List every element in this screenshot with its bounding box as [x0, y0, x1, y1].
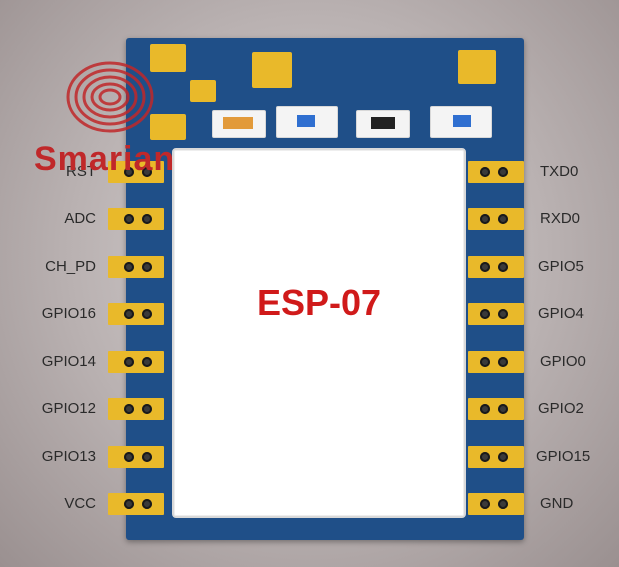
pin-pad-gpio0 [468, 351, 524, 373]
pin-pad-gpio16 [108, 303, 164, 325]
pin-label-rst: RST [66, 163, 96, 180]
side-pad-left [150, 114, 186, 140]
pin-pad-rst [108, 161, 164, 183]
pin-label-gpio13: GPIO13 [41, 448, 96, 465]
pin-label-gpio4: GPIO4 [538, 305, 584, 322]
pin-pad-gpio12 [108, 398, 164, 420]
smd-resistor [212, 110, 266, 138]
pin-label-vcc: VCC [64, 495, 96, 512]
top-pad-mid [252, 52, 292, 88]
pin-label-gpio5: GPIO5 [538, 258, 584, 275]
top-pad-right [458, 50, 496, 84]
smd-led-1 [276, 106, 338, 138]
smd-transistor [356, 110, 410, 138]
pin-pad-gpio5 [468, 256, 524, 278]
brand-name: Smarian [34, 140, 176, 178]
pin-label-gnd: GND [540, 495, 574, 512]
pin-label-adc: ADC [64, 210, 96, 227]
pin-label-gpio2: GPIO2 [538, 400, 584, 417]
pin-label-ch-pd: CH_PD [45, 258, 96, 275]
pin-label-txd0: TXD0 [540, 163, 579, 180]
pin-pad-gpio4 [468, 303, 524, 325]
pin-label-gpio16: GPIO16 [41, 305, 96, 322]
module-title: ESP-07 [256, 282, 382, 323]
pin-label-gpio0: GPIO0 [540, 353, 586, 370]
smd-led-2 [430, 106, 492, 138]
pin-label-gpio12: GPIO12 [41, 400, 96, 417]
pin-pad-gpio13 [108, 446, 164, 468]
pin-pad-txd0 [468, 161, 524, 183]
pin-label-gpio14: GPIO14 [41, 353, 96, 370]
pin-pad-gpio15 [468, 446, 524, 468]
smarian-swirl-logo [66, 61, 154, 133]
pin-pad-gpio14 [108, 351, 164, 373]
pin-label-rxd0: RXD0 [540, 210, 581, 227]
pin-pad-ch-pd [108, 256, 164, 278]
pin-label-gpio15: GPIO15 [536, 448, 591, 465]
top-pad-mid-small [190, 80, 216, 102]
pin-pad-gpio2 [468, 398, 524, 420]
rf-shield-can: ESP-07 [172, 148, 466, 518]
top-pad-left [150, 44, 186, 72]
pin-pad-adc [108, 208, 164, 230]
pin-pad-gnd [468, 493, 524, 515]
pin-pad-vcc [108, 493, 164, 515]
pin-pad-rxd0 [468, 208, 524, 230]
